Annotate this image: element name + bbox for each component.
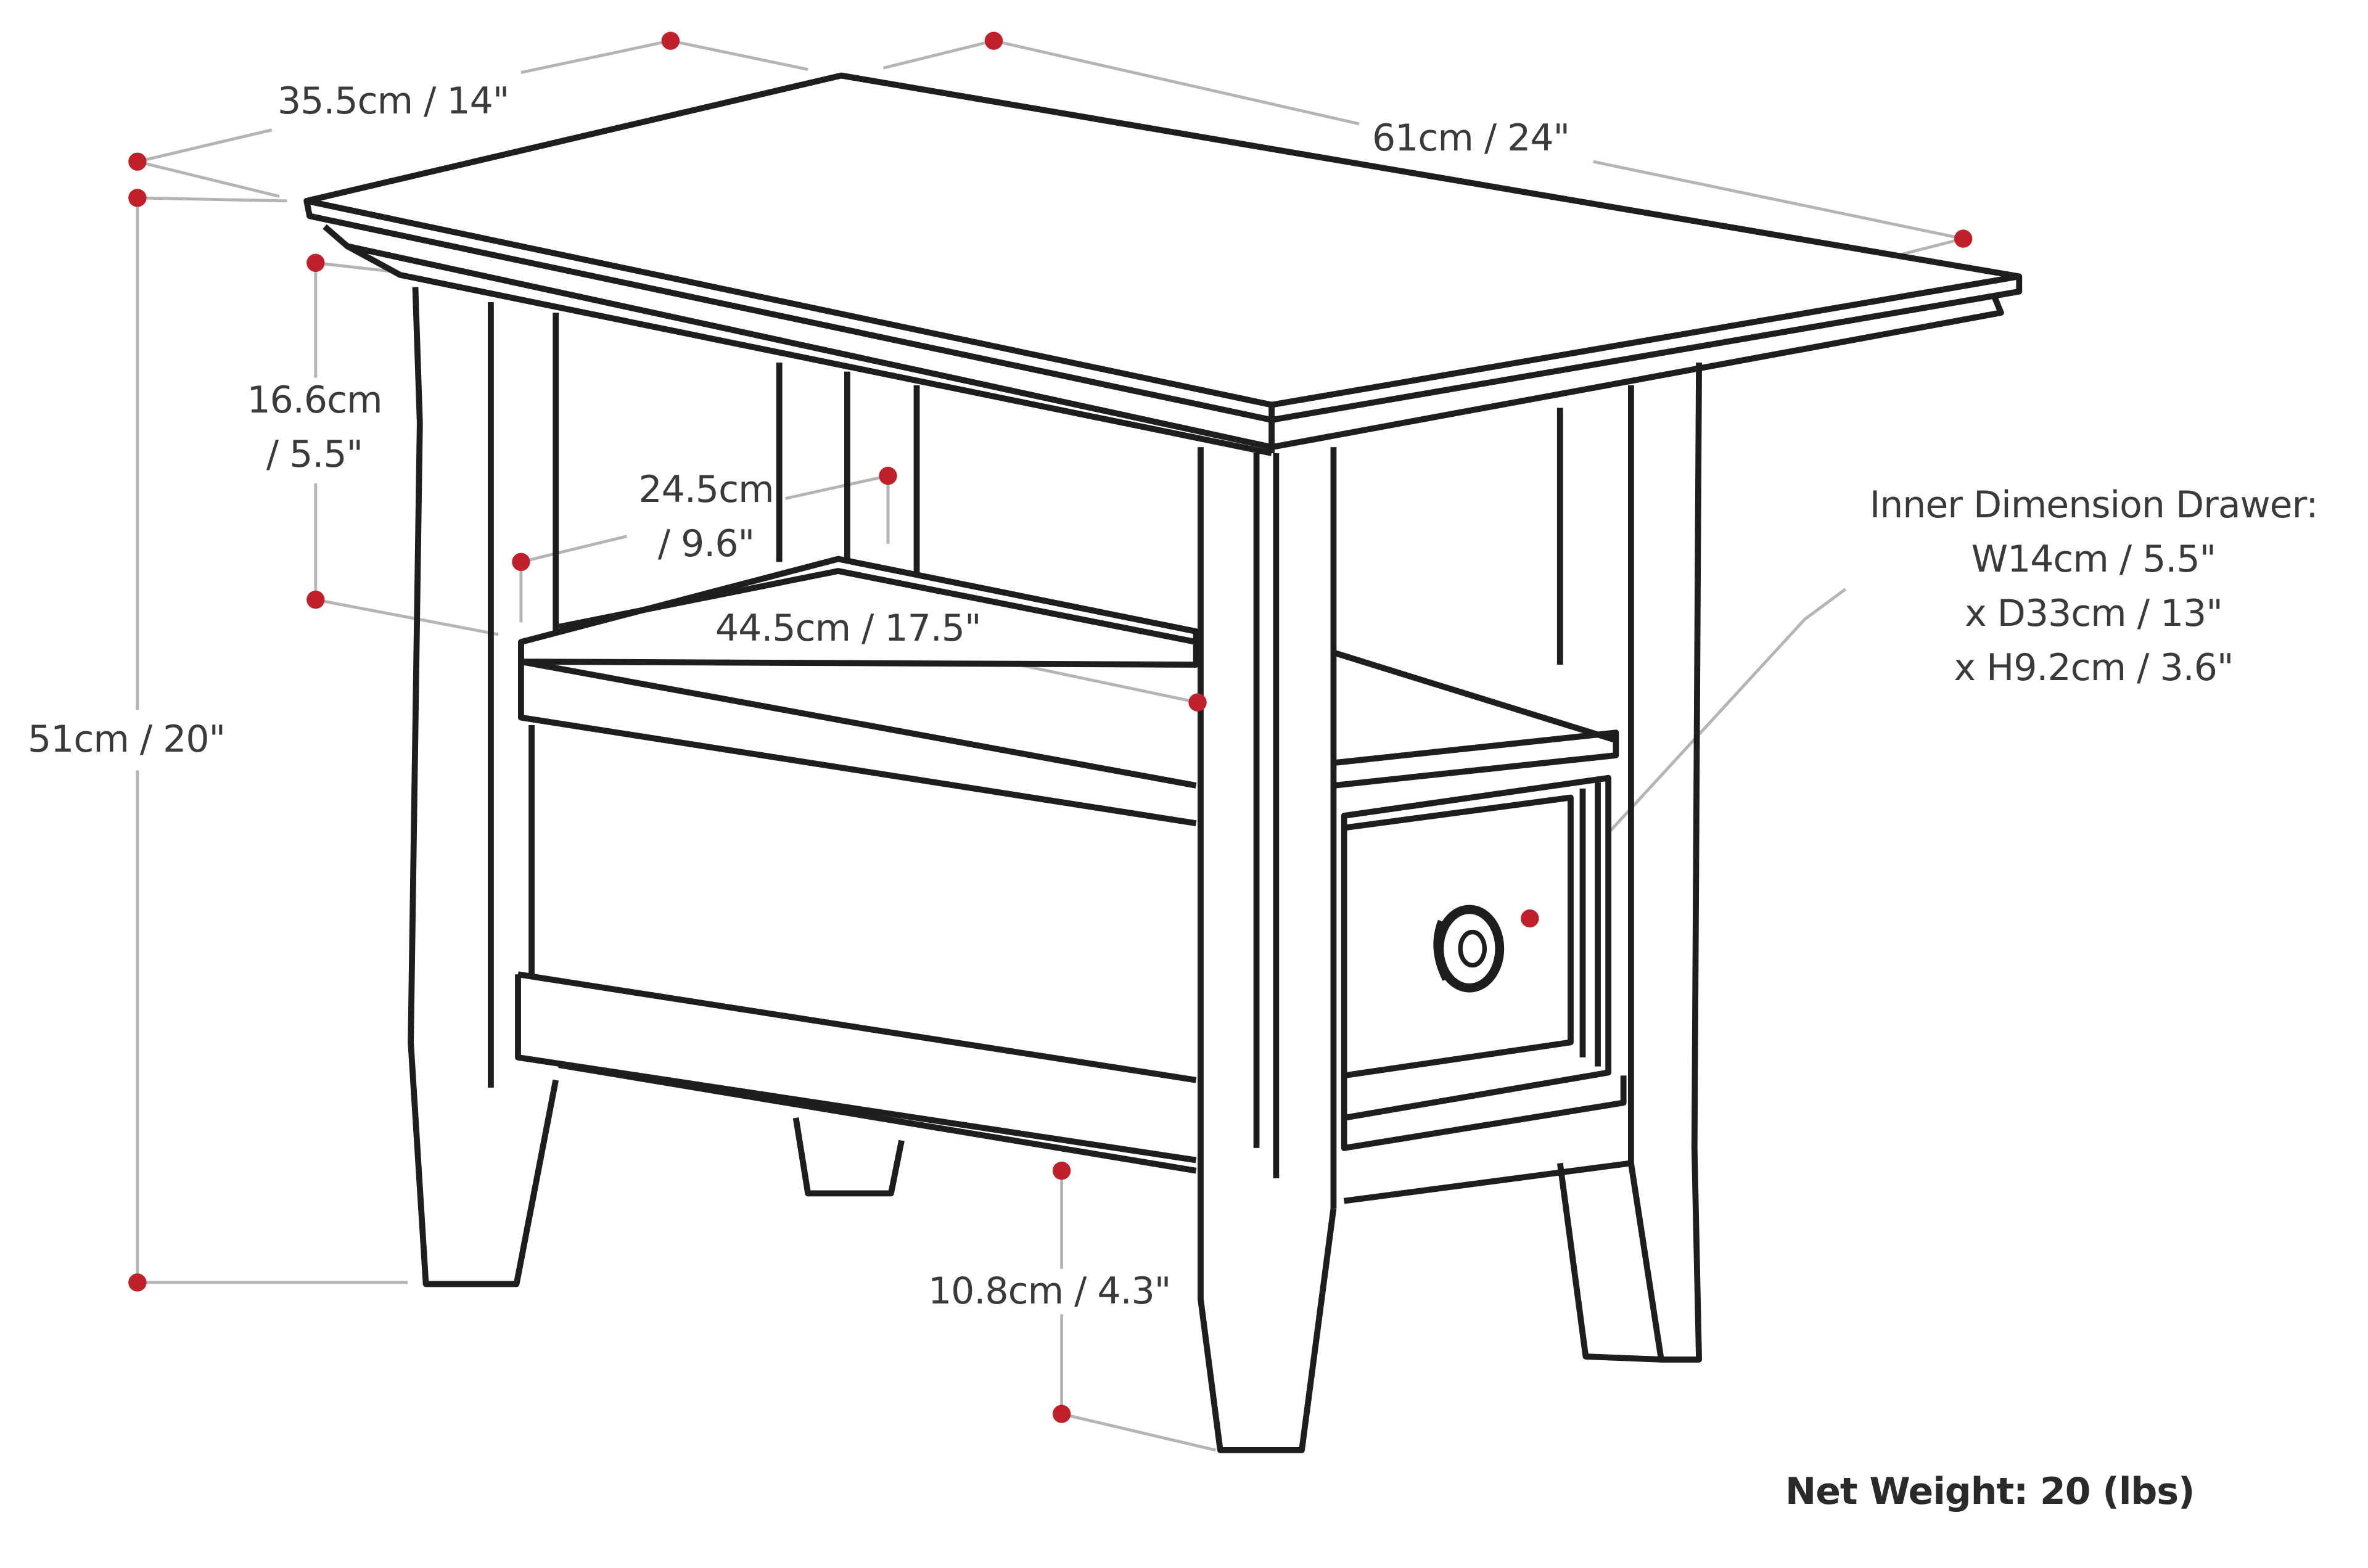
shelf-depth-label: 24.5cm / 9.6" xyxy=(638,468,774,565)
dimension-markers xyxy=(128,31,1973,1423)
width-label: 61cm / 24" xyxy=(1372,117,1570,160)
total-height-label: 51cm / 20" xyxy=(28,718,226,761)
drawer-inner-title: Inner Dimension Drawer: xyxy=(1869,483,2319,527)
table-outline xyxy=(303,72,2023,1453)
net-weight-label: Net Weight: 20 (lbs) xyxy=(1785,1470,2195,1513)
shelf-width-label: 44.5cm / 17.5" xyxy=(715,607,982,650)
drawer-inner-width: W14cm / 5.5" xyxy=(1971,538,2217,581)
shelf-clearance-label: 16.6cm / 5.5" xyxy=(247,379,382,476)
drawer-knob xyxy=(1433,905,1505,993)
drawer-inner-depth: x D33cm / 13" xyxy=(1965,592,2223,635)
leg-clearance-label: 10.8cm / 4.3" xyxy=(928,1270,1171,1313)
depth-label: 35.5cm / 14" xyxy=(278,80,509,123)
drawer-inner-height: x H9.2cm / 3.6" xyxy=(1954,646,2234,689)
drawer-inner-dimensions: Inner Dimension Drawer: W14cm / 5.5" x D… xyxy=(1844,478,2343,695)
leader-lines xyxy=(136,39,1964,1452)
